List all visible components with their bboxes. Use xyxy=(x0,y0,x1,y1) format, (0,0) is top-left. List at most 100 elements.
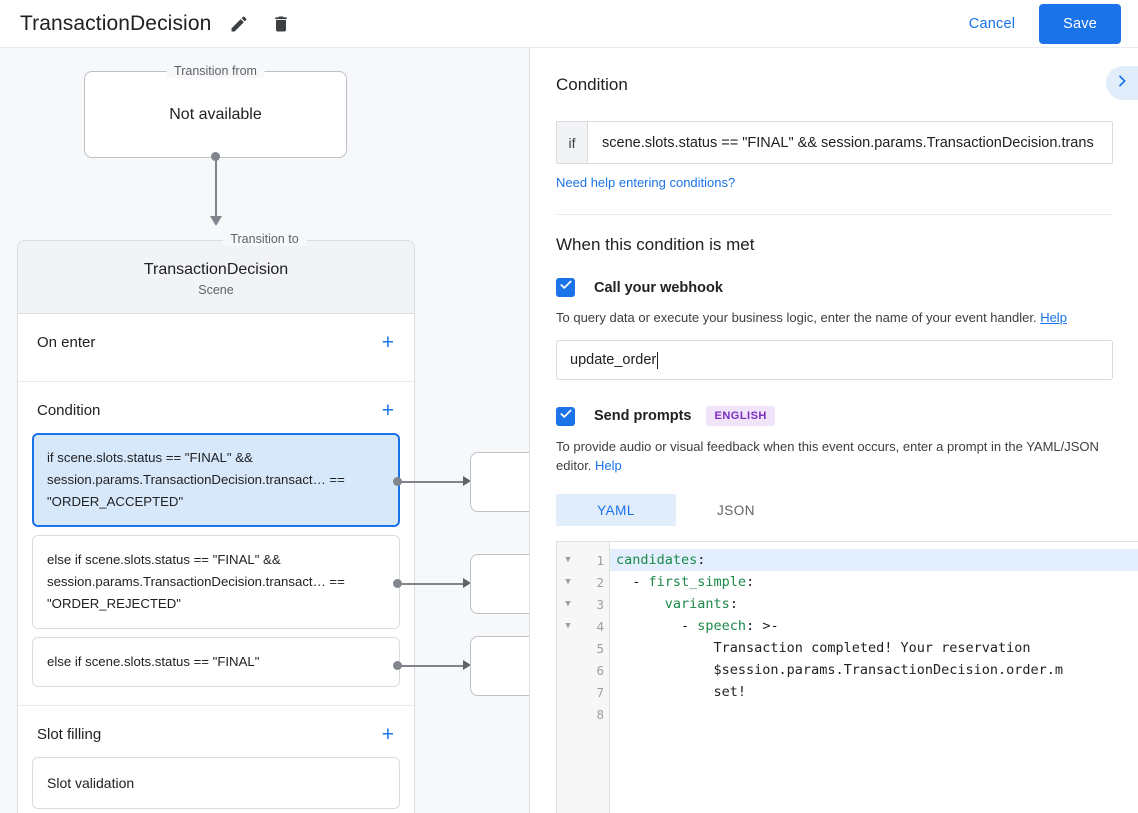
condition-expression-input[interactable]: scene.slots.status == "FINAL" && session… xyxy=(602,134,1094,151)
prompts-check-row: Send prompts ENGLISH xyxy=(556,406,1113,426)
prompts-description-text: To provide audio or visual feedback when… xyxy=(556,439,1099,473)
target-node-0[interactable] xyxy=(470,452,529,512)
tab-json[interactable]: JSON xyxy=(716,502,755,518)
condition-item-2[interactable]: else if scene.slots.status == "FINAL" xyxy=(32,637,400,687)
section-head-condition: Condition + xyxy=(18,382,414,433)
line-number: 7 xyxy=(596,684,604,700)
add-slot-filling-button[interactable]: + xyxy=(381,723,394,746)
code-token: : xyxy=(697,552,706,568)
fold-triangle-icon[interactable]: ▼ xyxy=(565,599,571,609)
delete-button[interactable] xyxy=(267,10,295,38)
section-condition: Condition + if scene.slots.status == "FI… xyxy=(18,382,414,706)
code-line[interactable]: - speech: >- xyxy=(610,615,1138,637)
condition-item-0[interactable]: if scene.slots.status == "FINAL" && sess… xyxy=(32,433,400,527)
checkmark-icon xyxy=(559,278,573,297)
checkmark-icon xyxy=(559,407,573,426)
need-help-conditions-link[interactable]: Need help entering conditions? xyxy=(556,175,736,190)
condition-heading: Condition xyxy=(556,75,628,94)
section-head-slot-filling: Slot filling + xyxy=(18,706,414,757)
gutter-row: 8 xyxy=(557,703,609,725)
line-number: 2 xyxy=(596,574,604,590)
webhook-check-row: Call your webhook xyxy=(556,278,1113,297)
section-head-on-enter: On enter + xyxy=(18,314,414,365)
webhook-help-link[interactable]: Help xyxy=(1040,310,1067,325)
code-token: : >- xyxy=(746,618,779,634)
code-token: Transaction completed! Your reservation xyxy=(616,640,1031,656)
line-number: 1 xyxy=(596,552,604,568)
tab-yaml[interactable]: YAML xyxy=(556,494,676,526)
pencil-icon xyxy=(229,14,249,34)
send-prompts-checkbox[interactable] xyxy=(556,406,575,426)
scene-card-type: Scene xyxy=(198,283,234,297)
slot-validation-item[interactable]: Slot validation xyxy=(32,757,400,809)
code-line[interactable]: $session.params.TransactionDecision.orde… xyxy=(610,659,1138,681)
prompts-description: To provide audio or visual feedback when… xyxy=(556,437,1113,475)
gutter-row: ▼2 xyxy=(557,571,609,593)
fold-triangle-icon[interactable]: ▼ xyxy=(565,555,571,565)
webhook-handler-value: update_order xyxy=(570,352,657,368)
fold-triangle-icon[interactable]: ▼ xyxy=(565,577,571,587)
condition-item-1[interactable]: else if scene.slots.status == "FINAL" &&… xyxy=(32,535,400,629)
scene-card-header: TransactionDecision Scene xyxy=(18,241,414,314)
call-webhook-label: Call your webhook xyxy=(594,279,723,296)
line-number: 5 xyxy=(596,640,604,656)
scene-card[interactable]: TransactionDecision Scene On enter + Con… xyxy=(17,240,415,813)
add-condition-button[interactable]: + xyxy=(381,399,394,422)
code-line[interactable]: set! xyxy=(610,681,1138,703)
fold-triangle-icon[interactable]: ▼ xyxy=(565,621,571,631)
condition-0-connector-line xyxy=(397,481,467,483)
transition-from-value: Not available xyxy=(169,105,262,123)
webhook-description-text: To query data or execute your business l… xyxy=(556,310,1041,325)
main-area: Transition from Not available Transition… xyxy=(0,48,1138,813)
condition-0-arrow-head xyxy=(463,476,471,486)
code-line[interactable]: Transaction completed! Your reservation xyxy=(610,637,1138,659)
prompts-help-link[interactable]: Help xyxy=(595,458,622,473)
code-line[interactable]: candidates: xyxy=(610,549,1138,571)
target-node-1[interactable] xyxy=(470,554,529,614)
code-token: set! xyxy=(616,684,747,700)
section-title-slot-filling: Slot filling xyxy=(37,726,102,743)
webhook-handler-input[interactable]: update_order xyxy=(556,340,1113,380)
condition-section: Condition if scene.slots.status == "FINA… xyxy=(531,48,1138,215)
gutter-row: ▼1 xyxy=(557,549,609,571)
code-token: - xyxy=(616,574,649,590)
connector-arrow-down xyxy=(210,216,222,226)
editor-format-tabs: YAML JSON xyxy=(556,494,1113,526)
gutter-row: 5 xyxy=(557,637,609,659)
code-line[interactable]: - first_simple: xyxy=(610,571,1138,593)
gutter-row: 6 xyxy=(557,659,609,681)
code-token: : xyxy=(746,574,755,590)
editor-code-area[interactable]: candidates: - first_simple: variants: - … xyxy=(610,542,1138,813)
code-line[interactable]: variants: xyxy=(610,593,1138,615)
transition-from-legend: Transition from xyxy=(166,64,265,78)
save-button[interactable]: Save xyxy=(1039,3,1121,44)
language-badge: ENGLISH xyxy=(706,406,775,426)
gutter-row: 7 xyxy=(557,681,609,703)
cancel-button[interactable]: Cancel xyxy=(955,7,1029,41)
code-token: candidates xyxy=(616,552,698,568)
transition-to-legend: Transition to xyxy=(222,232,307,246)
code-line[interactable] xyxy=(610,703,1138,725)
scene-card-name: TransactionDecision xyxy=(143,261,289,278)
text-caret xyxy=(657,351,659,369)
line-number: 3 xyxy=(596,596,604,612)
call-webhook-checkbox[interactable] xyxy=(556,278,575,297)
trash-icon xyxy=(271,14,291,34)
gutter-row: ▼4 xyxy=(557,615,609,637)
condition-2-arrow-head xyxy=(463,660,471,670)
edit-name-button[interactable] xyxy=(225,10,253,38)
section-divider xyxy=(556,214,1113,215)
code-token: $session.params.TransactionDecision.orde… xyxy=(616,662,1064,678)
if-prefix-label: if xyxy=(557,122,588,163)
condition-input-row[interactable]: if scene.slots.status == "FINAL" && sess… xyxy=(556,121,1113,164)
condition-1-arrow-head xyxy=(463,578,471,588)
expand-panel-button[interactable] xyxy=(1106,66,1138,100)
add-on-enter-button[interactable]: + xyxy=(381,331,394,354)
section-title-on-enter: On enter xyxy=(37,334,96,351)
scene-graph-canvas[interactable]: Transition from Not available Transition… xyxy=(0,48,530,813)
target-node-2[interactable] xyxy=(470,636,529,696)
condition-2-connector-line xyxy=(397,665,467,667)
page-title: TransactionDecision xyxy=(20,11,212,35)
